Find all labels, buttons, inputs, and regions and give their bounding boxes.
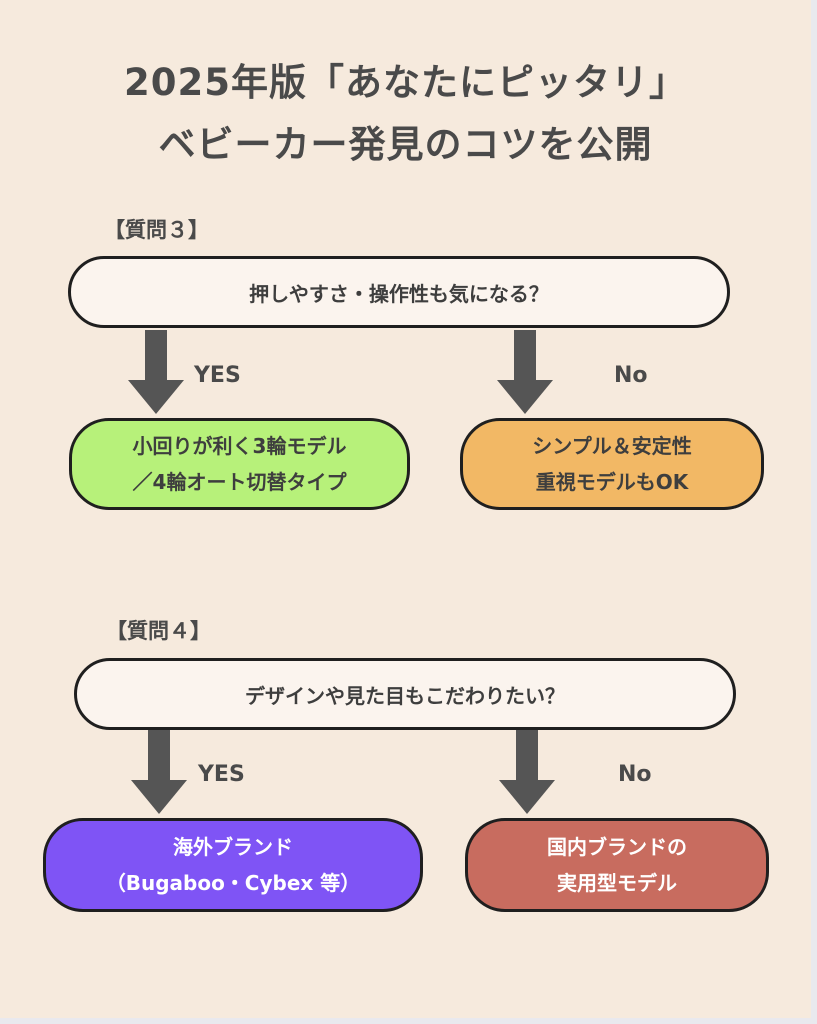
q3-yes-answer-line-1: 小回りが利く3輪モデル xyxy=(132,434,347,458)
q3-no-answer: シンプル＆安定性 重視モデルもOK xyxy=(460,418,764,510)
q4-yes-answer: 海外ブランド （Bugaboo・Cybex 等） xyxy=(43,818,423,912)
q4-yes-answer-line-2: （Bugaboo・Cybex 等） xyxy=(105,871,361,895)
q4-yes-answer-line-1: 海外ブランド xyxy=(173,835,293,859)
title-line-2: ベビーカー発見のコツを公開 xyxy=(158,123,653,166)
question-3-label: 【質問３】 xyxy=(104,218,209,242)
q3-no-answer-line-1: シンプル＆安定性 xyxy=(532,434,692,458)
q4-no-answer-line-2: 実用型モデル xyxy=(557,871,677,895)
q4-no-label: No xyxy=(618,762,652,787)
title-line-1: 2025年版「あなたにピッタリ」 xyxy=(124,61,687,104)
question-4-box: デザインや見た目もこだわりたい？ xyxy=(74,658,736,730)
q4-yes-label: YES xyxy=(198,762,245,787)
q4-no-answer: 国内ブランドの 実用型モデル xyxy=(465,818,769,912)
q3-no-arrow-icon xyxy=(497,330,553,414)
question-4-text: デザインや見た目もこだわりたい？ xyxy=(245,683,565,708)
q3-no-answer-line-2: 重視モデルもOK xyxy=(535,470,689,494)
q3-yes-answer: 小回りが利く3輪モデル ／4輪オート切替タイプ xyxy=(69,418,410,510)
question-3-text: 押しやすさ・操作性も気になる？ xyxy=(249,281,549,306)
question-4-label: 【質問４】 xyxy=(106,619,211,643)
q3-yes-arrow-icon xyxy=(128,330,184,414)
q3-yes-label: YES xyxy=(194,363,241,388)
q3-no-label: No xyxy=(614,363,648,388)
q4-yes-arrow-icon xyxy=(131,730,187,814)
q4-no-arrow-icon xyxy=(499,730,555,814)
q4-no-answer-line-1: 国内ブランドの xyxy=(547,835,687,859)
q3-yes-answer-line-2: ／4輪オート切替タイプ xyxy=(132,470,347,494)
question-3-box: 押しやすさ・操作性も気になる？ xyxy=(68,256,730,328)
